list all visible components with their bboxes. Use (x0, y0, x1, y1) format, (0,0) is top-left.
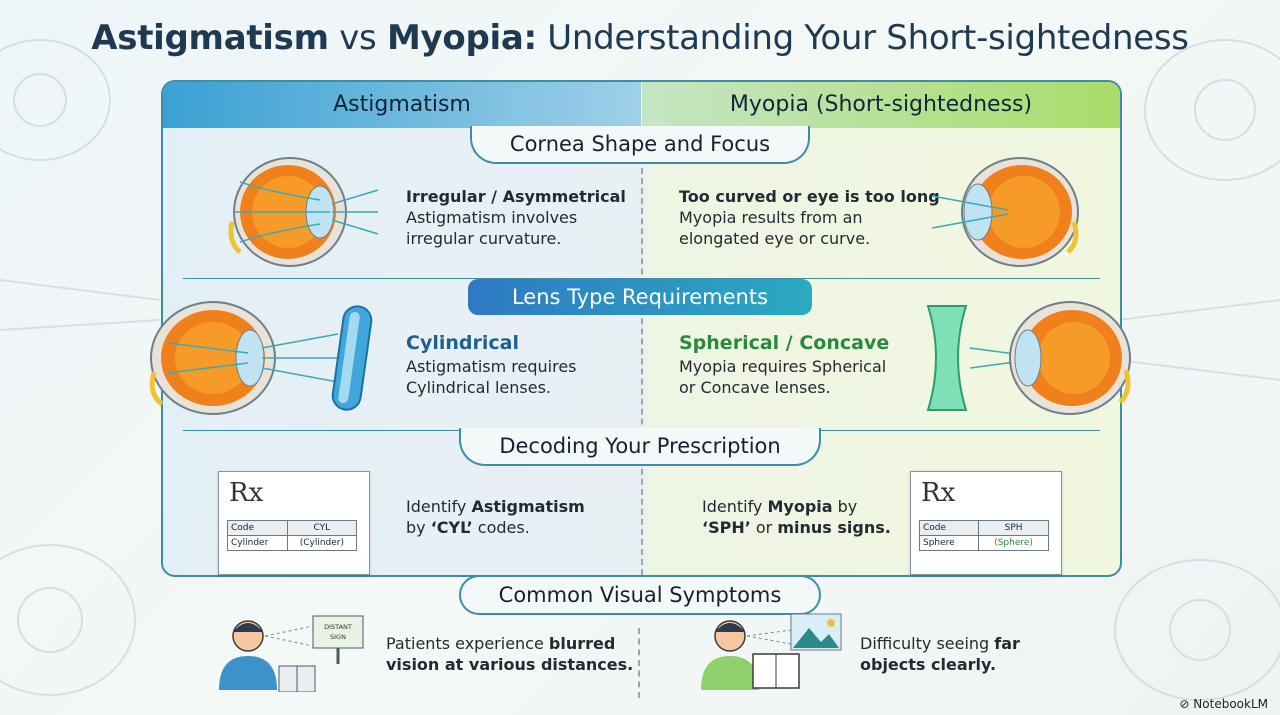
cornea-left-text: Irregular / Asymmetrical Astigmatism inv… (406, 187, 626, 248)
distant-sign-text: SIGN (330, 633, 346, 641)
symptom-right-text: Difficulty seeing far objects clearly. (860, 634, 1020, 674)
table-cell: SPH (978, 520, 1049, 536)
person-far-view-icon (701, 613, 842, 690)
table-cell: (Sphere) (978, 535, 1049, 551)
person-reading-sign-icon: DISTANT SIGN (219, 615, 364, 692)
column-header-astigmatism: Astigmatism (163, 82, 641, 128)
myopia-lens-eye-icon (926, 301, 1131, 415)
symptom-left-text: Patients experience blurred vision at va… (386, 634, 634, 674)
brand-icon: ⊘ (1179, 697, 1194, 711)
cornea-right-text: Too curved or eye is too long Myopia res… (679, 187, 940, 248)
prescription-left-text: Identify Astigmatism by ‘CYL’ codes. (406, 497, 585, 537)
column-header-myopia: Myopia (Short-sightedness) (642, 82, 1120, 128)
distant-sign-text: DISTANT (324, 623, 352, 631)
section-divider (183, 278, 1100, 279)
lens-right-text: Spherical / Concave Myopia requires Sphe… (679, 332, 890, 398)
astigmatism-lens-eye-icon (149, 301, 373, 415)
page-title: Astigmatism vs Myopia: Understanding You… (91, 18, 1189, 58)
section-divider (183, 430, 1100, 431)
table-cell: Code (918, 520, 980, 536)
rx-symbol: Rx (921, 478, 956, 508)
table-cell: Sphere (918, 535, 980, 551)
astigmatism-eye-icon (228, 157, 379, 267)
table-cell: Cylinder (227, 535, 288, 551)
myopia-eye-icon (931, 157, 1079, 267)
symptoms-divider (638, 628, 640, 698)
prescription-right-text: Identify Myopia by ‘SPH’ or minus signs. (702, 497, 891, 537)
brand-label: ⊘ NotebookLM (1179, 697, 1268, 711)
table-cell: CYL (286, 520, 358, 536)
column-divider (641, 128, 643, 575)
rx-symbol: Rx (229, 478, 264, 508)
table-cell: Code (227, 520, 288, 536)
table-cell: (Cylinder) (286, 535, 358, 551)
